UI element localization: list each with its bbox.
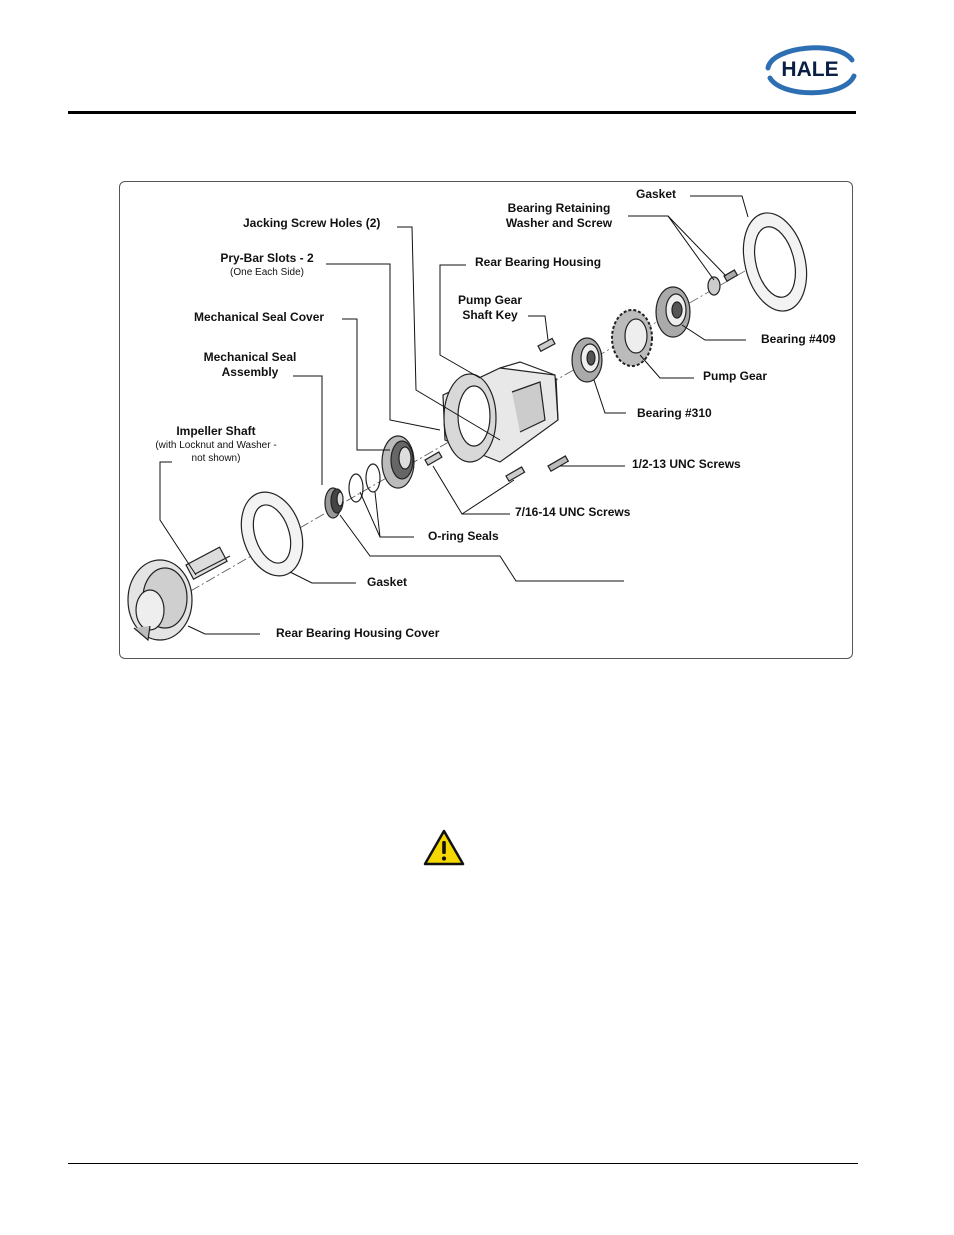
label-pump-gear-shaft-key: Pump Gear Shaft Key [450,293,530,323]
label-bearing-retaining-line1: Bearing Retaining [507,201,611,215]
leader-impeller-shaft [159,461,197,576]
label-impeller-shaft-sub1: (with Locknut and Washer - [155,440,277,451]
label-rear-bearing-housing: Rear Bearing Housing [475,255,602,269]
bearing-409-part [655,286,691,338]
footer-rule [68,1163,858,1164]
label-bearing-retaining-line2: Washer and Screw [505,216,613,230]
label-gasket-bottom: Gasket [367,575,408,589]
label-1-2-13-unc-screws: 1/2-13 UNC Screws [632,457,741,471]
leader-gasket-bottom [289,571,356,584]
leader-shaft-key [528,315,549,341]
leader-jacking-screw [397,226,501,441]
screw-1-2-13 [547,455,570,473]
label-pry-bar-slots-sub: (One Each Side) [230,267,304,278]
exploded-view-drawing [127,195,808,642]
label-mechanical-seal-assembly: Mechanical Seal Assembly [196,350,304,380]
label-bearing-retaining: Bearing Retaining Washer and Screw [496,201,622,231]
label-rear-bearing-housing-cover: Rear Bearing Housing Cover [276,626,440,640]
label-pry-bar-slots-main: Pry-Bar Slots - 2 [220,251,314,265]
warning-triangle-icon [423,829,465,866]
label-seal-assembly-line2: Assembly [221,365,279,379]
mechanical-seal-cover-part [381,435,415,489]
leader-housing-cover [187,625,260,635]
label-seal-assembly-line1: Mechanical Seal [203,350,297,364]
leader-bearing-retaining [628,215,715,281]
leader-rear-bearing-housing [439,264,481,379]
rear-bearing-housing-cover-part [127,546,231,642]
label-7-16-14-unc-screws: 7/16-14 UNC Screws [515,505,631,519]
leader-o-rings [359,491,414,538]
label-impeller-shaft-sub2: not shown) [191,453,241,464]
label-jacking-screw-holes: Jacking Screw Holes (2) [243,216,381,230]
leader-seal-cover [342,318,390,451]
label-impeller-shaft-main: Impeller Shaft [176,424,256,438]
gasket-bottom-part [240,491,304,577]
pump-gear-shaft-key-part [537,337,556,353]
logo-text: HALE [781,58,838,81]
leader-housing-cover-line [339,514,624,582]
label-o-ring-seals: O-ring Seals [428,529,499,543]
leader-pry-bar [326,263,441,431]
gasket-top-part [742,212,808,312]
label-shaft-key-line2: Shaft Key [462,308,518,322]
bearing-310-part [571,337,603,383]
label-gasket-top: Gasket [636,187,677,201]
label-bearing-310: Bearing #310 [637,406,712,420]
label-mechanical-seal-cover: Mechanical Seal Cover [194,310,325,324]
pump-gear-part [611,309,653,367]
header-rule [68,111,856,114]
retaining-washer-part [707,269,739,296]
rear-bearing-housing-part [442,361,559,463]
o-ring-2 [365,463,381,493]
mechanical-seal-assembly-part [324,487,344,519]
leader-bearing-409 [681,324,746,341]
label-bearing-409: Bearing #409 [761,332,836,346]
label-shaft-key-line1: Pump Gear [457,293,523,307]
leader-bearing-310 [593,379,626,414]
leader-pump-gear [639,354,694,379]
screw-7-16-14 [424,451,526,483]
leader-gasket-top [690,195,749,218]
label-impeller-shaft: Impeller Shaft (with Locknut and Washer … [146,424,286,465]
o-ring-1 [348,473,364,503]
label-pry-bar-slots: Pry-Bar Slots - 2 (One Each Side) [207,251,327,279]
hale-logo: HALE [765,45,857,96]
label-pump-gear: Pump Gear [703,369,768,383]
leader-seal-assembly [293,375,323,485]
